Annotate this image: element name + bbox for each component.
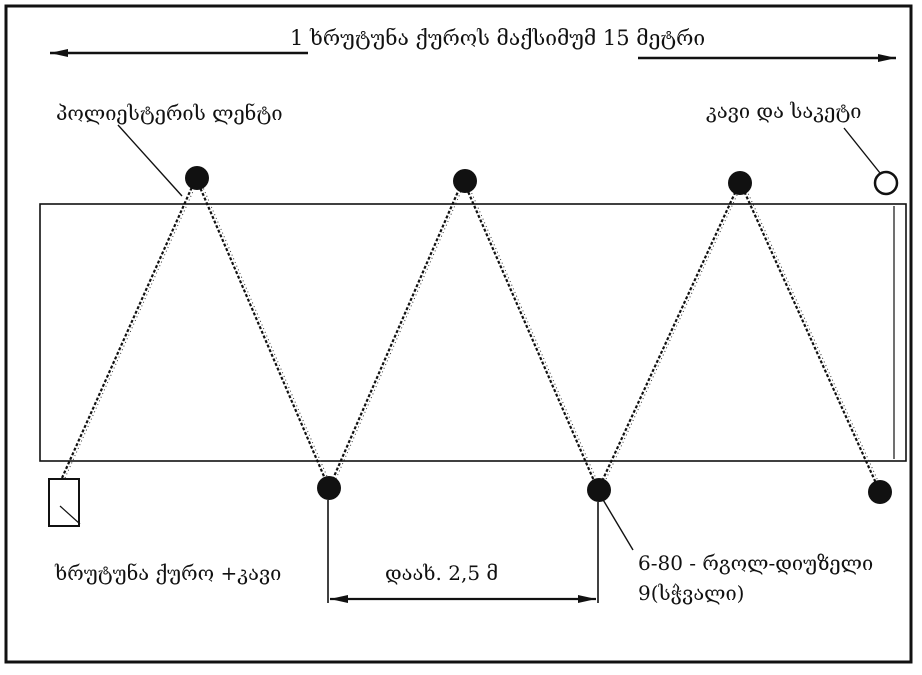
d-ring-bottom-3 — [868, 480, 892, 504]
cargo-box — [39, 203, 907, 462]
rings-label-line1: 6-80 - რგოლ-დიუზელი — [638, 551, 873, 575]
rings-label-line2: 9(სჭვალი) — [638, 581, 744, 605]
ratchet-buckle — [48, 478, 80, 527]
leader-hook — [59, 505, 81, 525]
spacing-arrowhead-left — [330, 595, 348, 603]
hook-label: ხრუტუნა ქურო +კავი — [54, 561, 281, 585]
leader-tape — [117, 124, 183, 197]
d-ring-bottom-1 — [317, 476, 341, 500]
spacing-label: დაახ. 2,5 მ — [385, 561, 498, 585]
arrowhead-left — [50, 49, 68, 57]
leader-rings — [601, 497, 634, 551]
outer-frame — [4, 4, 913, 664]
rope-label: კავი და საკეტი — [706, 99, 862, 123]
d-ring-bottom-2 — [587, 478, 611, 502]
d-ring-top-1 — [185, 166, 209, 190]
polyester-strap — [60, 175, 882, 493]
hook-lock-ring — [873, 170, 899, 196]
title-label: 1 ხრუტუნა ქუროს მაქსიმუმ 15 მეტრი — [290, 26, 705, 50]
d-ring-top-3 — [728, 171, 752, 195]
arrowhead-right — [878, 54, 896, 62]
leader-rope — [843, 127, 881, 174]
d-ring-top-2 — [453, 169, 477, 193]
tape-label: პოლიესტერის ლენტი — [56, 101, 283, 125]
spacing-arrowhead-right — [578, 595, 596, 603]
